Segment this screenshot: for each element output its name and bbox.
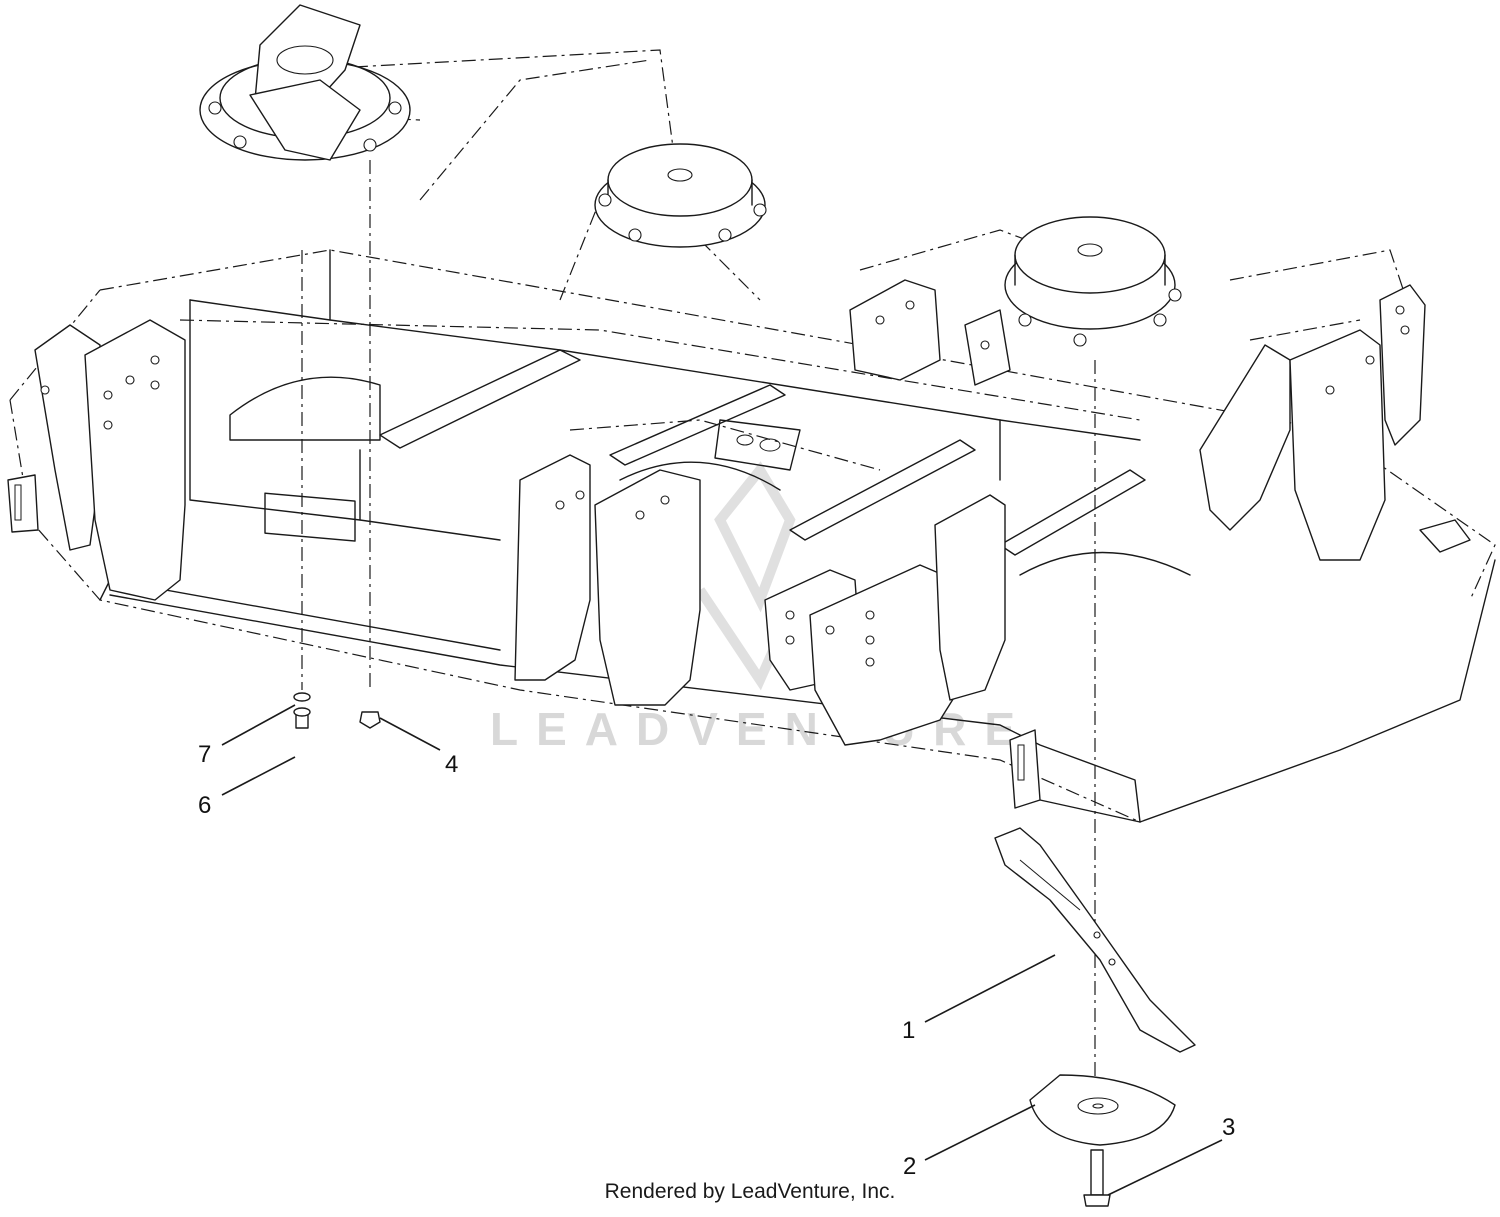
left-mount-brackets [7, 319, 186, 601]
callout-4: 4 [445, 751, 458, 778]
leader-2 [924, 1104, 1036, 1161]
part-blade-cup-2 [1029, 1074, 1176, 1146]
spindle-housing-left [199, 4, 411, 161]
render-credit: Rendered by LeadVenture, Inc. [604, 1180, 896, 1203]
callout-2: 2 [903, 1153, 916, 1180]
callout-6: 6 [198, 792, 211, 819]
mower-deck [99, 249, 1496, 823]
assembly-centerlines [301, 160, 1096, 1110]
leader-6 [221, 756, 296, 796]
callout-3: 3 [1222, 1114, 1235, 1141]
part-bolt-3 [1083, 1149, 1111, 1207]
spindle-pulley-center [594, 143, 767, 248]
part-bolt-6 [293, 707, 311, 729]
callout-labels: 7 6 4 1 2 3 [198, 741, 1235, 1180]
center-mount-brackets [514, 454, 701, 706]
spindle-pulley-right [1004, 216, 1182, 347]
part-nut-4 [359, 711, 381, 729]
right-mount-brackets [764, 494, 1041, 809]
leader-1 [924, 954, 1056, 1023]
rear-deck-plates [849, 279, 1011, 386]
rear-right-brackets [1199, 284, 1471, 561]
leader-4 [379, 717, 441, 751]
watermark-text: LEADVENTURE [490, 703, 1033, 755]
leader-7 [221, 704, 296, 746]
leader-3 [1107, 1139, 1223, 1196]
callout-7: 7 [198, 741, 211, 768]
part-washer-7 [293, 692, 311, 702]
callout-leaders [221, 704, 1223, 1196]
callout-1: 1 [902, 1017, 915, 1044]
part-blade-1 [994, 827, 1196, 1053]
